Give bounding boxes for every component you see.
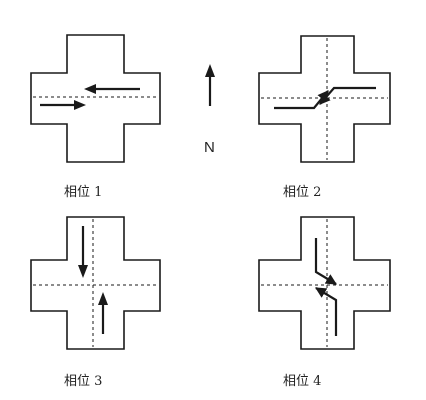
phase-2-caption: 相位 2 [283, 185, 321, 200]
phase-1-intersection [30, 34, 161, 163]
phase-1-caption: 相位 1 [64, 185, 102, 200]
phase-2-eastbound-left-turn-arrow [274, 90, 329, 110]
phase-4-caption: 相位 4 [283, 374, 321, 389]
phase-2-intersection [258, 35, 391, 163]
phase-3-intersection [30, 216, 161, 350]
phase-3-cross-outline [30, 216, 161, 350]
phase-3-caption: 相位 3 [64, 374, 102, 389]
phase-2-cross-outline [258, 35, 391, 163]
phase-1-cross-outline [30, 34, 161, 163]
phase-4-cross-outline [258, 216, 391, 350]
north-arrowhead-icon [205, 64, 215, 77]
north-label: N [204, 139, 215, 156]
phase-3-southbound-arrowhead [78, 265, 88, 278]
phase-4-southbound-left-turn-arrow [314, 238, 337, 285]
phase-4-intersection [258, 216, 391, 350]
phase-3-northbound-arrowhead [98, 292, 108, 305]
phase-1-eastbound-arrowhead [74, 100, 86, 110]
phase-2-westbound-left-turn-arrow [319, 86, 376, 105]
phase-4-northbound-left-turn-arrow [315, 287, 338, 336]
north-indicator: N [204, 64, 215, 156]
phase-1-westbound-arrowhead [84, 84, 96, 94]
